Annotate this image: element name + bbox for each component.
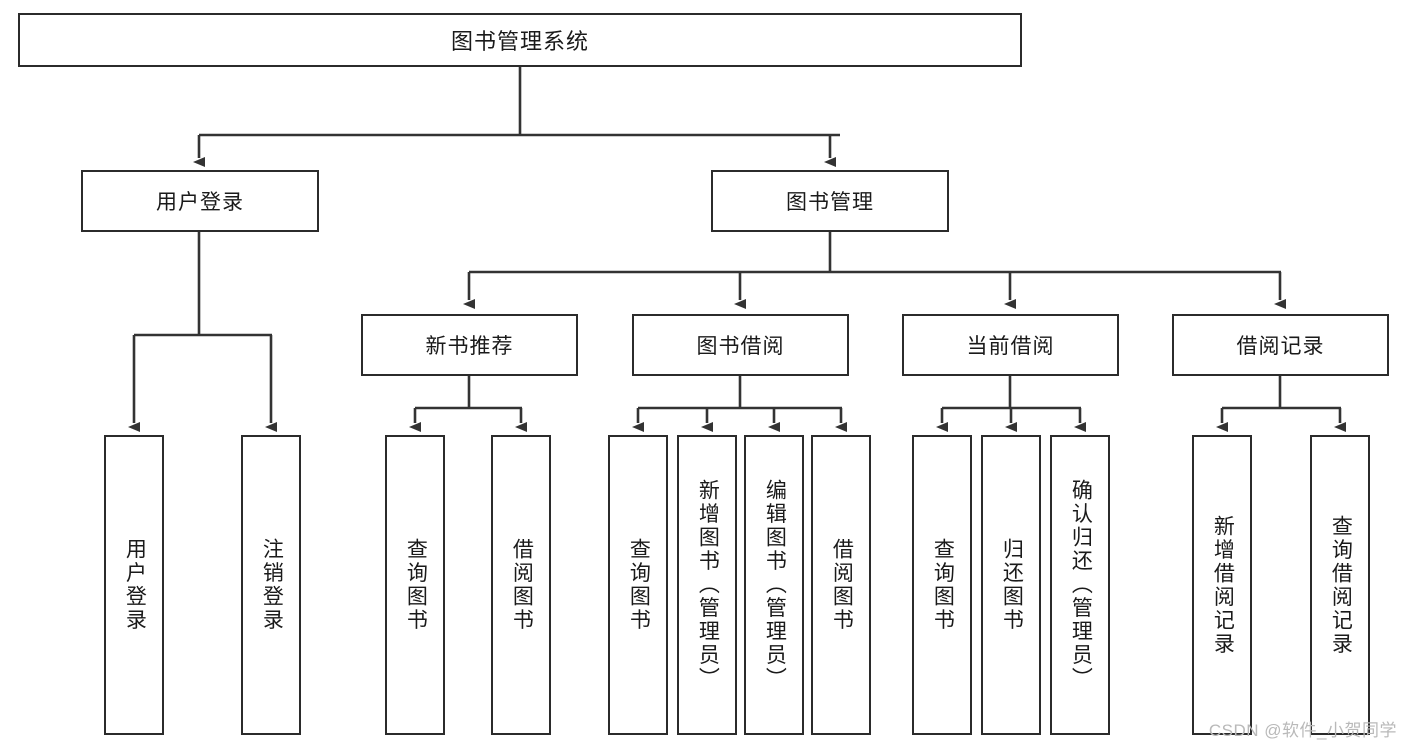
node-borrow-record-label: 借阅记录: [1236, 335, 1325, 358]
node-new-book-rec-label: 新书推荐: [425, 335, 514, 358]
leaf-borrow-book-2[interactable]: 借阅图书: [811, 435, 871, 735]
leaf-add-book-label: 新增图书（管理员）: [696, 479, 720, 691]
leaf-confirm-return[interactable]: 确认归还（管理员）: [1050, 435, 1110, 735]
node-root[interactable]: 图书管理系统: [18, 13, 1022, 67]
node-book-borrow[interactable]: 图书借阅: [632, 314, 849, 376]
leaf-query-book-1-label: 查询图书: [404, 538, 428, 632]
leaf-logout[interactable]: 注销登录: [241, 435, 301, 735]
node-book-borrow-label: 图书借阅: [696, 335, 785, 358]
node-book-manage[interactable]: 图书管理: [711, 170, 949, 232]
leaf-return-book[interactable]: 归还图书: [981, 435, 1041, 735]
node-book-manage-label: 图书管理: [786, 191, 874, 214]
leaf-user-login[interactable]: 用户登录: [104, 435, 164, 735]
node-current-borrow-label: 当前借阅: [966, 335, 1055, 358]
leaf-query-record[interactable]: 查询借阅记录: [1310, 435, 1370, 735]
leaf-user-login-label: 用户登录: [123, 538, 147, 632]
leaf-query-record-label: 查询借阅记录: [1329, 514, 1353, 656]
leaf-query-book-1[interactable]: 查询图书: [385, 435, 445, 735]
leaf-query-book-2-label: 查询图书: [627, 538, 651, 632]
leaf-edit-book[interactable]: 编辑图书（管理员）: [744, 435, 804, 735]
node-root-label: 图书管理系统: [450, 29, 589, 54]
leaf-return-book-label: 归还图书: [1000, 538, 1024, 632]
leaf-add-record-label: 新增借阅记录: [1211, 514, 1235, 656]
node-user-login-label: 用户登录: [156, 191, 244, 214]
leaf-query-book-3[interactable]: 查询图书: [912, 435, 972, 735]
leaf-borrow-book-1[interactable]: 借阅图书: [491, 435, 551, 735]
leaf-edit-book-label: 编辑图书（管理员）: [763, 479, 787, 691]
leaf-add-book[interactable]: 新增图书（管理员）: [677, 435, 737, 735]
leaf-borrow-book-1-label: 借阅图书: [510, 538, 534, 632]
node-new-book-rec[interactable]: 新书推荐: [361, 314, 578, 376]
node-current-borrow[interactable]: 当前借阅: [902, 314, 1119, 376]
leaf-query-book-2[interactable]: 查询图书: [608, 435, 668, 735]
node-borrow-record[interactable]: 借阅记录: [1172, 314, 1389, 376]
leaf-add-record[interactable]: 新增借阅记录: [1192, 435, 1252, 735]
leaf-confirm-return-label: 确认归还（管理员）: [1069, 479, 1093, 691]
node-user-login[interactable]: 用户登录: [81, 170, 319, 232]
leaf-query-book-3-label: 查询图书: [931, 538, 955, 632]
leaf-borrow-book-2-label: 借阅图书: [830, 538, 854, 632]
leaf-logout-label: 注销登录: [260, 538, 284, 632]
watermark: CSDN @软件_小贺同学: [1208, 721, 1397, 740]
